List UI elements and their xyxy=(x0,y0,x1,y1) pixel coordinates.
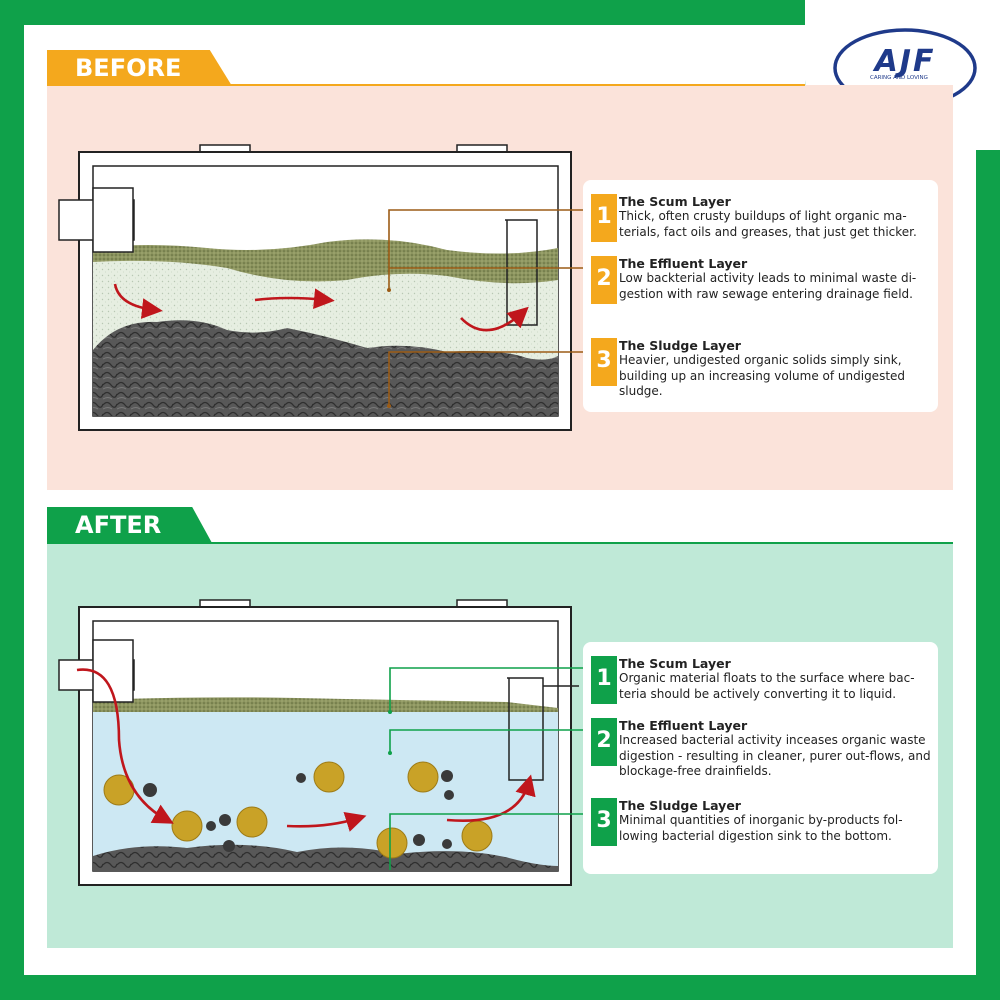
after-desc-effluent: Increased bacterial activity inceases or… xyxy=(619,733,931,778)
logo: AJF CARING AND LOVING xyxy=(830,22,980,122)
after-desc-sludge: Minimal quantities of inorganic by-produ… xyxy=(619,813,903,843)
before-item-scum: 1 The Scum Layer Thick, often crusty bui… xyxy=(591,194,936,244)
after-item-sludge: 3 The Sludge Layer Minimal quantities of… xyxy=(591,798,936,858)
after-rule xyxy=(47,542,953,544)
after-item-effluent: 2 The Effluent Layer Increased bacterial… xyxy=(591,718,936,778)
before-title-sludge: The Sludge Layer xyxy=(619,338,741,353)
before-title-scum: The Scum Layer xyxy=(619,194,731,209)
after-title-effluent: The Effluent Layer xyxy=(619,718,748,733)
after-num-2: 2 xyxy=(591,718,617,766)
after-num-1: 1 xyxy=(591,656,617,704)
before-title-effluent: The Effluent Layer xyxy=(619,256,748,271)
after-num-3: 3 xyxy=(591,798,617,846)
before-tank-diagram xyxy=(58,144,587,431)
frame-left-bar xyxy=(0,0,24,1000)
before-desc-sludge: Heavier, undigested organic solids simpl… xyxy=(619,353,906,398)
after-title-scum: The Scum Layer xyxy=(619,656,731,671)
before-desc-effluent: Low backterial activity leads to minimal… xyxy=(619,271,917,301)
before-heading: BEFORE xyxy=(47,50,232,86)
before-desc-scum: Thick, often crusty buildups of light or… xyxy=(619,209,917,239)
after-heading: AFTER xyxy=(47,507,212,543)
after-tank-diagram xyxy=(58,599,587,886)
after-item-scum: 1 The Scum Layer Organic material floats… xyxy=(591,656,936,706)
before-item-effluent: 2 The Effluent Layer Low backterial acti… xyxy=(591,256,936,306)
frame-bottom-bar xyxy=(0,975,1000,1000)
before-callout-box: 1 The Scum Layer Thick, often crusty bui… xyxy=(583,180,938,412)
logo-mark: AJF xyxy=(874,44,936,79)
after-title-sludge: The Sludge Layer xyxy=(619,798,741,813)
logo-tagline: CARING AND LOVING xyxy=(870,75,928,81)
frame-top-bar xyxy=(0,0,805,25)
before-num-2: 2 xyxy=(591,256,617,304)
before-num-1: 1 xyxy=(591,194,617,242)
before-num-3: 3 xyxy=(591,338,617,386)
after-callout-box: 1 The Scum Layer Organic material floats… xyxy=(583,642,938,874)
frame-right-bar xyxy=(976,150,1000,1000)
after-desc-scum: Organic material floats to the surface w… xyxy=(619,671,915,701)
before-rule xyxy=(47,84,805,86)
before-item-sludge: 3 The Sludge Layer Heavier, undigested o… xyxy=(591,338,936,398)
